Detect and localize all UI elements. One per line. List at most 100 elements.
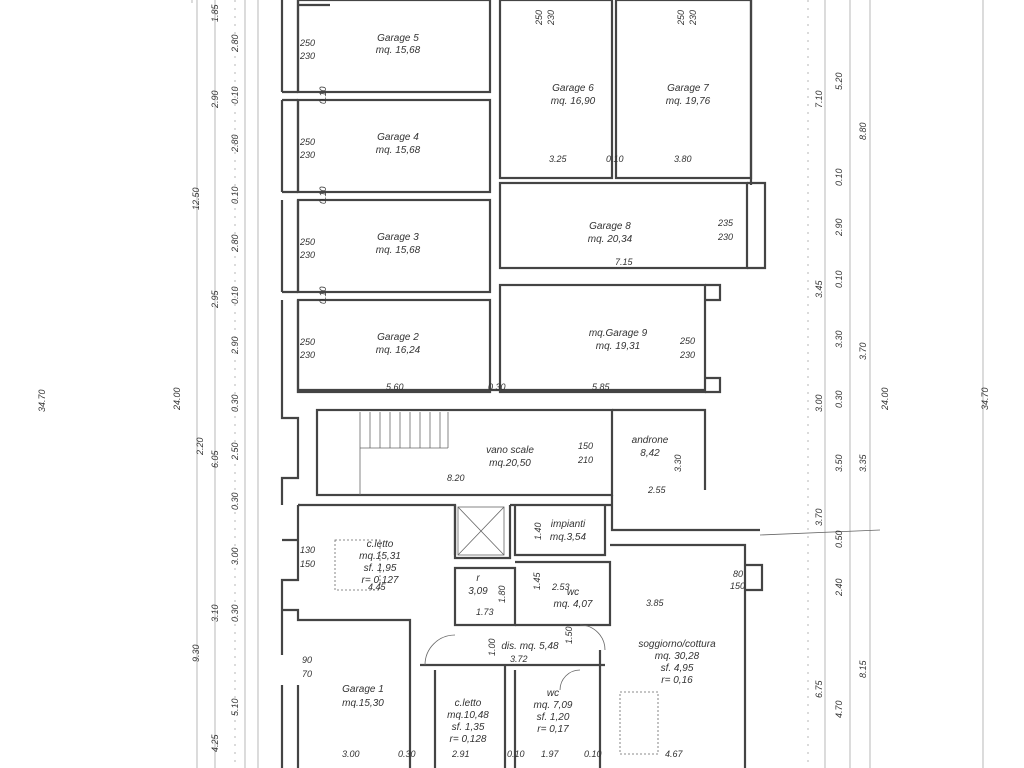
svg-text:mq.15,30: mq.15,30 xyxy=(342,698,384,709)
svg-text:230: 230 xyxy=(717,232,733,242)
svg-text:0.10: 0.10 xyxy=(606,154,624,164)
bedroom-2: c.letto mq.10,48 sf. 1,35 r= 0,128 xyxy=(447,698,489,745)
svg-text:8.20: 8.20 xyxy=(447,473,465,483)
svg-text:3.10: 3.10 xyxy=(210,604,220,622)
svg-text:9.30: 9.30 xyxy=(191,644,201,662)
svg-text:r= 0,128: r= 0,128 xyxy=(450,734,487,745)
interior-vertical-dimensions: 3.30 1.40 1.45 1.80 1.00 1.50 xyxy=(487,454,683,656)
svg-text:mq.20,50: mq.20,50 xyxy=(489,458,531,469)
svg-text:3.70: 3.70 xyxy=(814,508,824,526)
svg-text:3.80: 3.80 xyxy=(674,154,692,164)
svg-text:0.30: 0.30 xyxy=(230,394,240,412)
svg-text:Garage 3: Garage 3 xyxy=(377,232,419,243)
svg-text:2.53: 2.53 xyxy=(551,582,570,592)
svg-text:r: r xyxy=(476,573,480,584)
svg-text:mq.Garage 9: mq.Garage 9 xyxy=(589,328,648,339)
svg-text:150: 150 xyxy=(730,581,745,591)
svg-text:2.95: 2.95 xyxy=(210,289,220,309)
svg-text:250: 250 xyxy=(676,10,686,26)
svg-text:Garage 6: Garage 6 xyxy=(552,83,594,94)
svg-text:4.67: 4.67 xyxy=(665,749,684,759)
svg-text:4.45: 4.45 xyxy=(368,582,387,592)
garage-6: Garage 6 mq. 16,90 250 230 xyxy=(534,10,596,107)
svg-text:r= 0,127: r= 0,127 xyxy=(362,575,399,586)
svg-text:3,09: 3,09 xyxy=(468,586,488,597)
svg-text:impianti: impianti xyxy=(551,519,586,530)
svg-text:0.30: 0.30 xyxy=(834,390,844,408)
svg-text:230: 230 xyxy=(299,51,315,61)
garage-7: Garage 7 mq. 19,76 250 230 xyxy=(666,10,711,107)
svg-text:0.30: 0.30 xyxy=(398,749,416,759)
svg-text:0.30: 0.30 xyxy=(488,382,506,392)
svg-text:Garage 4: Garage 4 xyxy=(377,132,419,143)
svg-text:r= 0,17: r= 0,17 xyxy=(537,724,569,735)
svg-text:c.letto: c.letto xyxy=(367,539,394,550)
garage-5: Garage 5 mq. 15,68 250 230 xyxy=(299,33,421,61)
horizontal-dimensions: 3.25 0.10 3.80 7.15 5.60 0.30 5.85 8.20 … xyxy=(342,154,692,759)
bathroom-1: wc mq. 4,07 xyxy=(554,587,593,610)
svg-text:Garage 7: Garage 7 xyxy=(667,83,709,94)
garage-1: Garage 1 mq.15,30 90 70 xyxy=(302,655,384,709)
svg-text:3.30: 3.30 xyxy=(834,330,844,348)
svg-text:12.50: 12.50 xyxy=(191,187,201,210)
right-dimensions: 34.70 24.00 7.10 3.45 3.00 3.70 6.75 5.2… xyxy=(814,72,990,718)
svg-text:3.70: 3.70 xyxy=(858,342,868,360)
svg-text:sf. 4,95: sf. 4,95 xyxy=(661,663,694,674)
svg-text:mq. 30,28: mq. 30,28 xyxy=(655,651,700,662)
svg-text:250: 250 xyxy=(679,336,695,346)
svg-text:7.15: 7.15 xyxy=(615,257,634,267)
svg-text:2.80: 2.80 xyxy=(230,234,240,253)
garage-2: Garage 2 mq. 16,24 250 230 xyxy=(299,332,421,360)
svg-text:mq.3,54: mq.3,54 xyxy=(550,532,587,543)
svg-text:230: 230 xyxy=(679,350,695,360)
living-kitchen: soggiorno/cottura mq. 30,28 sf. 4,95 r= … xyxy=(638,569,745,686)
svg-text:2.80: 2.80 xyxy=(230,134,240,153)
stairwell: vano scale mq.20,50 150 210 xyxy=(486,441,593,469)
svg-text:3.35: 3.35 xyxy=(858,453,868,472)
svg-text:mq. 15,68: mq. 15,68 xyxy=(376,145,421,156)
svg-text:250: 250 xyxy=(299,337,315,347)
svg-text:3.30: 3.30 xyxy=(673,454,683,472)
svg-text:1.40: 1.40 xyxy=(533,522,543,540)
svg-text:0.10: 0.10 xyxy=(230,286,240,304)
svg-text:70: 70 xyxy=(302,669,312,679)
svg-text:230: 230 xyxy=(299,150,315,160)
svg-text:0.10: 0.10 xyxy=(230,186,240,204)
svg-text:5.85: 5.85 xyxy=(592,382,611,392)
svg-text:mq. 19,76: mq. 19,76 xyxy=(666,96,711,107)
svg-text:0.10: 0.10 xyxy=(834,168,844,186)
svg-text:mq.10,48: mq.10,48 xyxy=(447,710,489,721)
svg-text:1.97: 1.97 xyxy=(541,749,560,759)
svg-text:3.25: 3.25 xyxy=(549,154,568,164)
svg-text:24.00: 24.00 xyxy=(172,387,182,411)
svg-text:8.80: 8.80 xyxy=(858,122,868,140)
svg-text:0.10: 0.10 xyxy=(318,186,328,204)
svg-text:wc: wc xyxy=(567,587,579,598)
svg-text:dis. mq. 5,48: dis. mq. 5,48 xyxy=(501,641,559,652)
svg-text:2.55: 2.55 xyxy=(647,485,667,495)
svg-text:150: 150 xyxy=(578,441,593,451)
svg-text:r= 0,16: r= 0,16 xyxy=(661,675,693,686)
svg-text:3.00: 3.00 xyxy=(230,547,240,565)
svg-text:0.10: 0.10 xyxy=(318,86,328,104)
svg-text:2.40: 2.40 xyxy=(834,578,844,597)
svg-text:sf. 1,20: sf. 1,20 xyxy=(537,712,570,723)
svg-text:230: 230 xyxy=(299,350,315,360)
utility-room: impianti mq.3,54 xyxy=(550,519,587,543)
svg-text:mq. 15,68: mq. 15,68 xyxy=(376,45,421,56)
svg-text:mq. 4,07: mq. 4,07 xyxy=(554,599,593,610)
svg-text:Garage 5: Garage 5 xyxy=(377,33,419,44)
svg-text:mq. 15,68: mq. 15,68 xyxy=(376,245,421,256)
svg-text:3.50: 3.50 xyxy=(834,454,844,472)
svg-text:250: 250 xyxy=(299,38,315,48)
svg-text:c.letto: c.letto xyxy=(455,698,482,709)
svg-text:230: 230 xyxy=(546,10,556,26)
svg-text:0.10: 0.10 xyxy=(318,286,328,304)
svg-text:Garage 8: Garage 8 xyxy=(589,221,631,232)
walls xyxy=(280,0,881,768)
svg-text:250: 250 xyxy=(299,137,315,147)
svg-text:0.30: 0.30 xyxy=(230,492,240,510)
svg-text:3.72: 3.72 xyxy=(510,654,528,664)
svg-text:6.05: 6.05 xyxy=(210,449,220,468)
